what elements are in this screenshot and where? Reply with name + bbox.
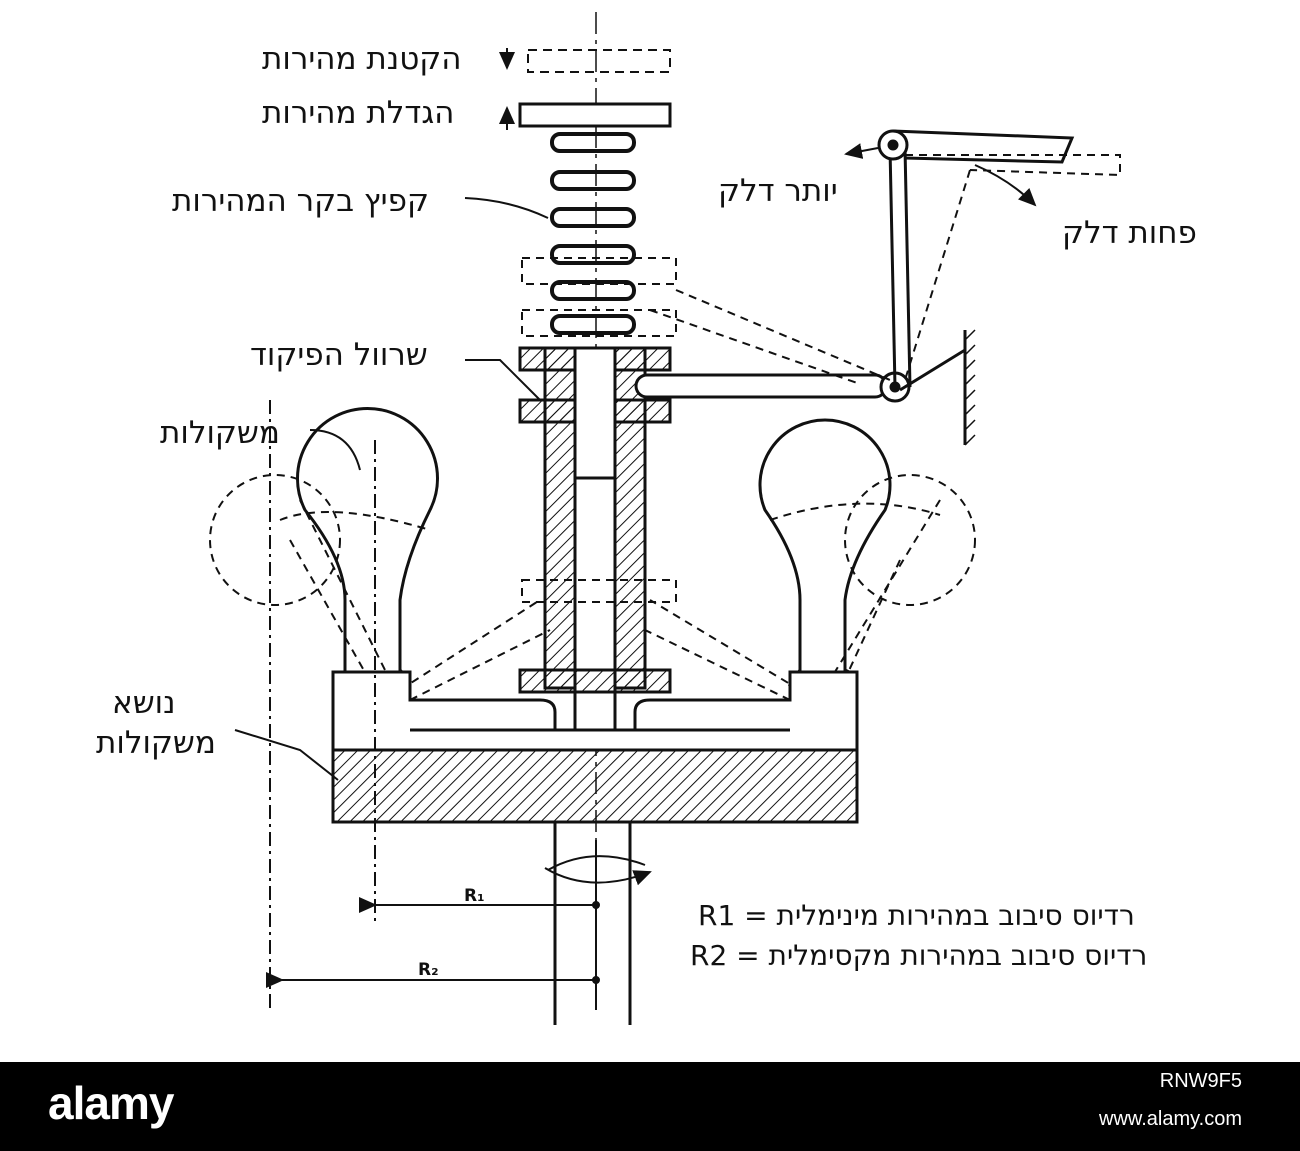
- plate-decrease-dashed: [527, 49, 671, 73]
- site-url: www.alamy.com: [1099, 1108, 1242, 1130]
- label-weight-carrier-line1: נושא: [112, 685, 176, 721]
- leader-lines: [234, 197, 549, 781]
- watermark-footer: alamy RNW9F5 www.alamy.com: [0, 1062, 1300, 1151]
- left-flyweight: [296, 407, 439, 714]
- governor-diagram: הקטנת מהירות הגדלת מהירות קפיץ בקר המהיר…: [96, 12, 1197, 1025]
- speed-spring: [550, 132, 636, 335]
- legend-r1: רדיוס סיבוב במהירות מינימלית = R1: [698, 899, 1135, 932]
- label-r2-mark: R₂: [418, 960, 439, 980]
- label-weight-carrier-line2: משקולות: [96, 725, 216, 761]
- command-sleeve: [518, 346, 672, 750]
- brand-logo: alamy: [48, 1077, 174, 1129]
- weight-carrier: [331, 670, 859, 824]
- label-increase-speed: הגדלת מהירות: [262, 95, 455, 131]
- drive-shaft: [544, 822, 652, 1025]
- label-r1-mark: R₁: [464, 886, 485, 906]
- fuel-linkage: [634, 129, 1075, 446]
- legend-r2: רדיוס סיבוב במהירות מקסימלית = R2: [690, 939, 1148, 972]
- image-id: RNW9F5: [1159, 1070, 1242, 1092]
- label-decrease-speed: הקטנת מהירות: [262, 41, 462, 77]
- label-less-fuel: פחות דלק: [1062, 215, 1197, 251]
- label-speed-control-spring: קפיץ בקר המהירות: [172, 183, 429, 219]
- label-command-sleeve: שרוול הפיקוד: [250, 337, 428, 373]
- radius-dimensions: [266, 400, 600, 1010]
- governor-drawing: [209, 12, 1121, 1025]
- label-more-fuel: יותר דלק: [718, 173, 838, 209]
- label-weights: משקולות: [160, 415, 280, 451]
- right-flyweight: [758, 418, 892, 714]
- spring-top-plate: [518, 102, 672, 128]
